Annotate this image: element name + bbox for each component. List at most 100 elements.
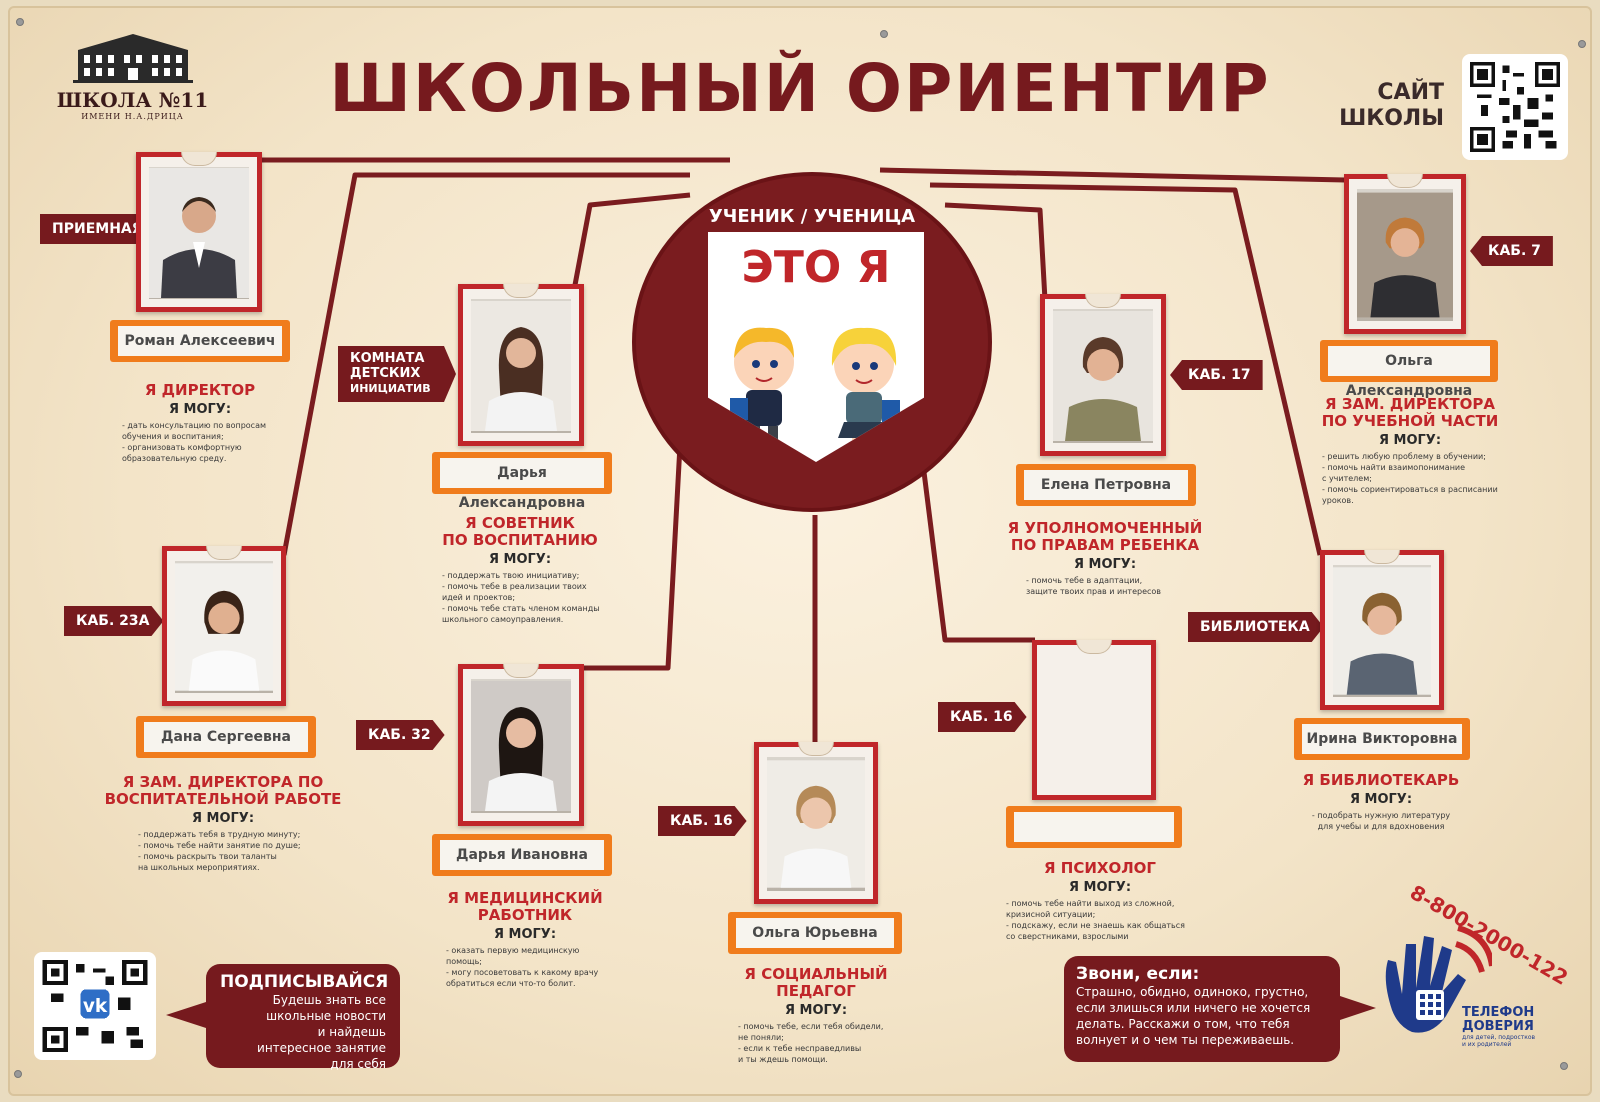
role-medic: Я МЕДИЦИНСКИЙ РАБОТНИК <box>447 889 603 924</box>
photo-frame-medic <box>458 664 584 826</box>
text-line: на школьных мероприятиях. <box>138 863 260 872</box>
duties-deputy-edu: - поддержать тебя в трудную минуту; - пом… <box>90 829 356 873</box>
info-librarian: Я БИБЛИОТЕКАРЬ Я МОГУ: - подобрать нужну… <box>1276 772 1486 832</box>
photo-ombudsman <box>1053 309 1153 443</box>
pin-top-left <box>16 18 24 26</box>
text-line: - помочь найти взаимопонимание <box>1322 463 1466 472</box>
info-social: Я СОЦИАЛЬНЫЙ ПЕДАГОГ Я МОГУ: - помочь те… <box>716 966 916 1065</box>
photo-frame-social <box>754 742 878 904</box>
name-advisor: Дарья Александровна <box>440 458 604 511</box>
site-qr-code[interactable] <box>1462 54 1568 160</box>
text-line: школьные новости <box>266 1009 386 1023</box>
duties-advisor: - поддержать твою инициативу; - помочь те… <box>420 570 620 625</box>
text-line: - помочь тебе стать членом команды <box>442 604 600 613</box>
kids-illustration <box>730 327 900 454</box>
text-line: интересное занятие <box>257 1041 386 1055</box>
text-line: защите твоих прав и интересов <box>1026 587 1161 596</box>
tag-kab-17: КАБ. 17 <box>1170 360 1263 390</box>
name-librarian: Ирина Викторовна <box>1302 724 1462 754</box>
text-line: - подобрать нужную литературу <box>1311 811 1451 820</box>
photo-deputy-edu <box>175 561 273 693</box>
text-line: - помочь тебе найти занятие по душе; <box>138 841 301 850</box>
center-top-text: УЧЕНИК / УЧЕНИЦА <box>708 206 916 227</box>
center-shield-text: ЭТО Я <box>741 242 891 293</box>
tag-kab-16-social: КАБ. 16 <box>658 806 747 836</box>
duties-director: - дать консультацию по вопросам обучения … <box>100 420 300 464</box>
page-title: ШКОЛЬНЫЙ ОРИЕНТИР <box>329 50 1271 127</box>
info-psychologist: Я ПСИХОЛОГ Я МОГУ: - помочь тебе найти в… <box>1000 860 1200 942</box>
info-advisor: Я СОВЕТНИК ПО ВОСПИТАНИЮ Я МОГУ: - подде… <box>420 515 620 625</box>
text-line: - решить любую проблему в обучении; <box>1322 452 1486 461</box>
text-line: - поддержать тебя в трудную минуту; <box>138 830 301 839</box>
center-shield: ЭТО Я <box>708 232 924 462</box>
pin-bottom-right <box>1560 1062 1568 1070</box>
text-line: для себя <box>330 1057 386 1071</box>
info-director: Я ДИРЕКТОР Я МОГУ: - дать консультацию п… <box>100 382 300 464</box>
site-label: САЙТ ШКОЛЫ <box>1339 80 1444 131</box>
text-line: и ты ждешь помощи. <box>738 1055 828 1064</box>
text-line: - помочь раскрыть твои таланты <box>138 852 277 861</box>
vk-qr-code[interactable]: vk <box>34 952 156 1060</box>
photo-deputy-study <box>1357 189 1453 321</box>
role-ombudsman: Я УПОЛНОМОЧЕННЫЙ ПО ПРАВАМ РЕБЕНКА <box>1007 519 1203 554</box>
text-line: - дать консультацию по вопросам <box>122 421 266 430</box>
text-line: с учителем; <box>1322 474 1372 483</box>
photo-medic <box>471 679 571 813</box>
pin-top-center <box>880 30 888 38</box>
pin-bottom-left <box>14 1070 22 1078</box>
name-deputy-edu: Дана Сергеевна <box>144 722 308 752</box>
name-social: Ольга Юрьевна <box>736 918 894 948</box>
nameplate-librarian: Ирина Викторовна <box>1294 718 1470 760</box>
nameplate-director: Роман Алексеевич <box>110 320 290 362</box>
text-line: - если к тебе несправедливы <box>738 1044 862 1053</box>
role-deputy-edu: Я ЗАМ. ДИРЕКТОРА ПО ВОСПИТАТЕЛЬНОЙ РАБОТ… <box>104 773 342 808</box>
subscribe-arrow <box>166 1002 206 1028</box>
hand-phone-icon <box>1385 925 1492 1033</box>
subscribe-title: ПОДПИСЫВАЙСЯ <box>220 972 389 992</box>
center-circle: УЧЕНИК / УЧЕНИЦА ЭТО Я <box>632 172 992 512</box>
text-line: - организовать комфортную <box>122 443 242 452</box>
name-director: Роман Алексеевич <box>118 326 282 356</box>
photo-librarian <box>1333 565 1431 697</box>
photo-advisor <box>471 299 571 433</box>
photo-frame-psychologist <box>1032 640 1156 800</box>
school-subtitle: ИМЕНИ Н.А.ДРИЦА <box>81 112 184 121</box>
nameplate-psychologist <box>1006 806 1182 848</box>
photo-frame-director <box>136 152 262 312</box>
nameplate-social: Ольга Юрьевна <box>728 912 902 954</box>
text-line: образовательную среду. <box>122 454 227 463</box>
text-line: уроков. <box>1322 496 1354 505</box>
info-deputy-edu: Я ЗАМ. ДИРЕКТОРА ПО ВОСПИТАТЕЛЬНОЙ РАБОТ… <box>90 774 356 873</box>
photo-frame-deputy-study <box>1344 174 1466 334</box>
text-line: школьного самоуправления. <box>442 615 564 624</box>
subscribe-bubble: ПОДПИСЫВАЙСЯ Будешь знать все школьные но… <box>206 964 400 1071</box>
role-deputy-study: Я ЗАМ. ДИРЕКТОРА ПО УЧЕБНОЙ ЧАСТИ <box>1321 395 1499 430</box>
photo-frame-deputy-edu <box>162 546 286 706</box>
info-medic: Я МЕДИЦИНСКИЙ РАБОТНИК Я МОГУ: - оказать… <box>420 890 630 989</box>
role-social: Я СОЦИАЛЬНЫЙ ПЕДАГОГ <box>744 965 888 1000</box>
school-logo: ШКОЛА №11 ИМЕНИ Н.А.ДРИЦА <box>50 28 215 128</box>
tag-kab-23a: КАБ. 23А <box>64 606 163 636</box>
duties-psychologist: - помочь тебе найти выход из сложной,кри… <box>1000 898 1200 942</box>
vk-icon: vk <box>42 960 148 1052</box>
text-line: - помочь тебе найти выход из сложной, <box>1006 899 1175 908</box>
tag-kab-16-psych: КАБ. 16 <box>938 702 1027 732</box>
text-line: волнует и о чем ты переживаешь. <box>1076 1033 1295 1047</box>
text-line: - помочь тебе в адаптации, <box>1026 576 1143 585</box>
text-line: Будешь знать все <box>272 993 386 1007</box>
info-deputy-study: Я ЗАМ. ДИРЕКТОРА ПО УЧЕБНОЙ ЧАСТИ Я МОГУ… <box>1300 396 1520 506</box>
tag-kab-7: КАБ. 7 <box>1470 236 1553 266</box>
tag-kab-32: КАБ. 32 <box>356 720 445 750</box>
text-line: - оказать первую медицинскую <box>446 946 580 955</box>
text-line: - помочь тебе в реализации твоих <box>442 582 587 591</box>
text-line: делать. Расскажи о том, что тебя <box>1076 1017 1290 1031</box>
name-medic: Дарья Ивановна <box>440 840 604 870</box>
nameplate-ombudsman: Елена Петровна <box>1016 464 1196 506</box>
photo-frame-advisor <box>458 284 584 446</box>
text-line: - поддержать твою инициативу; <box>442 571 580 580</box>
photo-director <box>149 167 249 299</box>
text-line: обучения и воспитания; <box>122 432 224 441</box>
text-line: для учебы и для вдохновения <box>1317 822 1445 831</box>
